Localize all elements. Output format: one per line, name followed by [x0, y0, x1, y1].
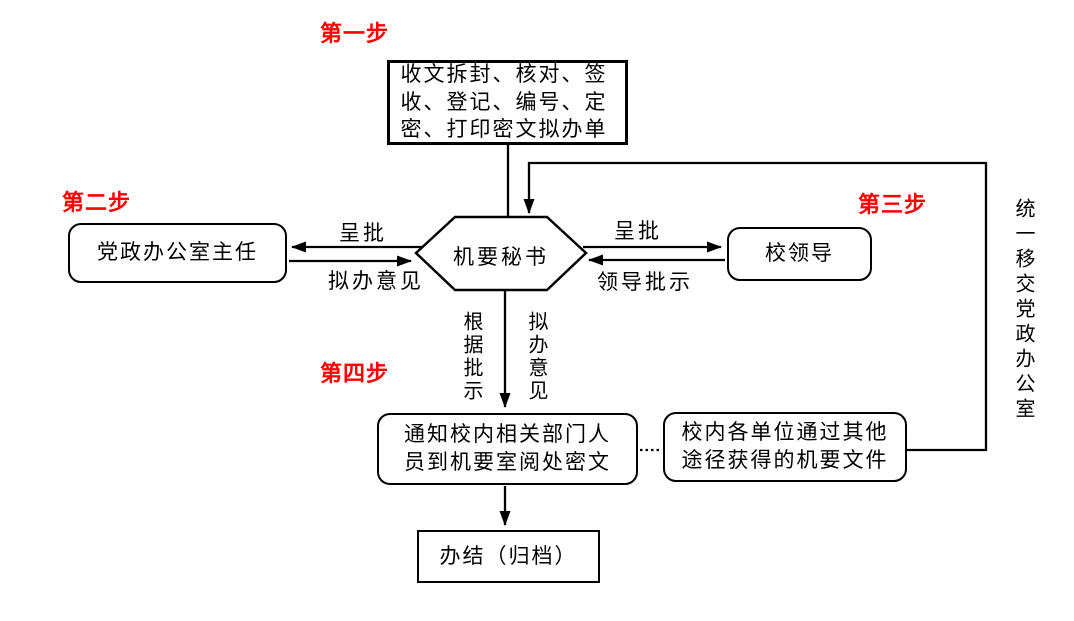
label-opinion-vertical: 拟办意见 — [525, 311, 547, 403]
label-submit-right: 呈批 — [614, 219, 662, 243]
other-channels-text: 校内各单位通过其他途径获得的机要文件 — [681, 420, 889, 472]
director-text: 党政办公室主任 — [97, 240, 258, 265]
step-label-1: 第一步 — [320, 21, 390, 46]
label-opinion-left: 拟办意见 — [328, 269, 424, 293]
intake-text: 收文拆封、核对、签收、登记、编号、定密、打印密文拟办单 — [400, 61, 608, 142]
label-basis-vertical: 根据批示 — [460, 311, 482, 403]
label-transfer-vertical: 统一移交党政办公室 — [1012, 198, 1034, 423]
step-label-4: 第四步 — [320, 361, 390, 386]
node-leaders-box: 校领导 — [727, 227, 872, 281]
notify-text: 通知校内相关部门人员到机要室阅处密文 — [404, 422, 611, 474]
node-notify-box: 通知校内相关部门人员到机要室阅处密文 — [377, 413, 638, 485]
label-instruction-right: 领导批示 — [597, 270, 693, 294]
archive-text: 办结（归档） — [439, 543, 578, 568]
node-intake-box: 收文拆封、核对、签收、登记、编号、定密、打印密文拟办单 — [387, 60, 628, 145]
node-director-box: 党政办公室主任 — [68, 223, 287, 283]
step-label-3: 第三步 — [858, 192, 928, 217]
label-submit-left: 呈批 — [339, 221, 387, 245]
leaders-text: 校领导 — [765, 241, 834, 266]
node-secretary-label: 机要秘书 — [453, 245, 549, 269]
step-label-2: 第二步 — [62, 190, 132, 215]
feedback-path-arrow — [523, 161, 988, 452]
node-other-channels-box: 校内各单位通过其他途径获得的机要文件 — [663, 412, 907, 482]
node-archive-box: 办结（归档） — [417, 530, 600, 583]
secretary-hexagon — [414, 215, 588, 292]
